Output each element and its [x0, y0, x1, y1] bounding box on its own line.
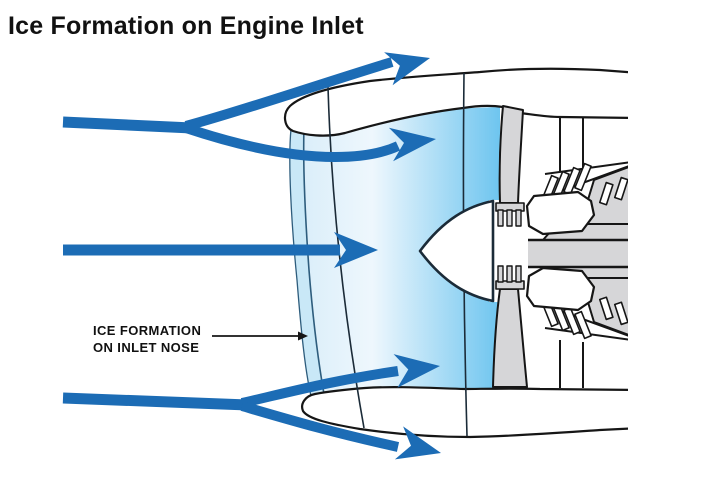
inlet-airflow-shading — [294, 107, 500, 394]
leader-line — [212, 331, 308, 341]
ice-band — [289, 126, 324, 396]
fan-blade-lower — [492, 265, 528, 388]
engine-shaft-edges — [528, 238, 628, 269]
nacelle-upper-lip — [283, 67, 628, 137]
arrowhead — [334, 232, 378, 268]
page-title: Ice Formation on Engine Inlet — [8, 12, 364, 40]
spinner-cone — [418, 199, 495, 303]
engine-shaft — [528, 240, 628, 267]
nacelle-lower-lip — [301, 386, 628, 439]
upper-disk-slot-2 — [613, 176, 628, 201]
lower-hub-lobe — [525, 266, 596, 312]
engine-cross-section — [283, 67, 628, 439]
arrowhead — [393, 354, 440, 388]
ice-formation-callout: ICE FORMATION ON INLET NOSE — [93, 322, 201, 356]
arrowhead — [384, 52, 430, 86]
ice-band-edge — [302, 125, 325, 395]
ice-layer — [289, 125, 325, 397]
ice-callout-line2: ON INLET NOSE — [93, 340, 200, 355]
arrowhead — [388, 127, 436, 162]
upper-disk-slot-1 — [598, 181, 614, 206]
leader-arrow-tip — [298, 331, 308, 341]
airflow-arrows — [62, 52, 441, 460]
ice-band-front-edge — [289, 128, 312, 397]
upper-hub-lobe — [525, 190, 596, 236]
airflow-arrow-bottom — [62, 354, 441, 460]
airflow-arrow-top — [62, 52, 436, 162]
fan-blade-upper — [495, 105, 525, 227]
airflow-arrow-middle — [63, 232, 378, 268]
ice-callout-line1: ICE FORMATION — [93, 323, 202, 338]
engine-core — [418, 105, 628, 388]
lower-disk-slot-1 — [598, 296, 614, 321]
arrowhead — [394, 426, 441, 460]
lower-disk-slot-2 — [613, 301, 628, 326]
